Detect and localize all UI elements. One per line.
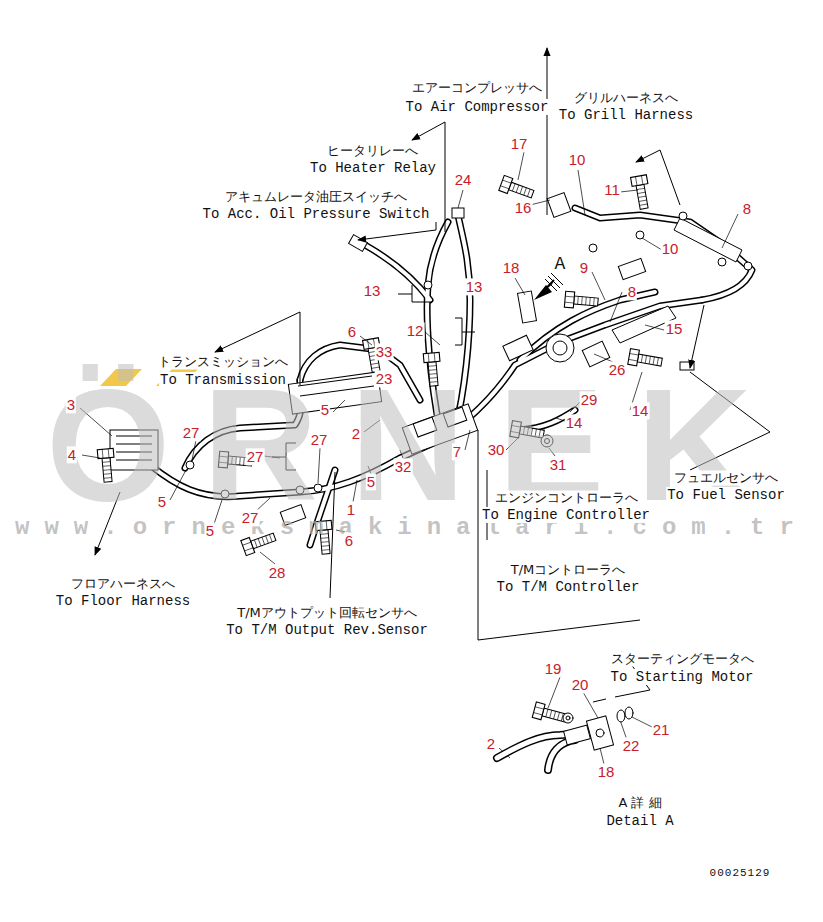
callout-number: 5 bbox=[320, 401, 330, 418]
destination-label: To T/M Controller bbox=[496, 579, 641, 595]
callout-number: 14 bbox=[565, 414, 584, 431]
callout-number: 19 bbox=[544, 660, 563, 677]
callout-number: 6 bbox=[344, 532, 354, 549]
destination-label: グリルハーネスへ bbox=[573, 91, 679, 106]
destination-label: To Heater Relay bbox=[309, 160, 437, 176]
callout-number: 5 bbox=[205, 522, 215, 539]
callout-number: 21 bbox=[652, 721, 671, 738]
view-arrow bbox=[534, 273, 563, 300]
destination-label: To T/M Output Rev.Sensor bbox=[225, 622, 429, 638]
callout-number: 27 bbox=[310, 431, 329, 448]
destination-label: ヒータリレーへ bbox=[326, 144, 419, 159]
callout-number: 10 bbox=[568, 151, 587, 168]
detail-title: Detail A bbox=[605, 813, 674, 829]
callout-number: 4 bbox=[67, 446, 77, 463]
callout-number: 12 bbox=[406, 322, 425, 339]
callout-number: 2 bbox=[486, 735, 496, 752]
destination-label: To Starting Motor bbox=[610, 669, 755, 685]
callout-number: 23 bbox=[375, 370, 394, 387]
callout-number: 24 bbox=[454, 171, 473, 188]
destination-label: エンジンコントローラへ bbox=[494, 491, 639, 506]
callout-number: 27 bbox=[246, 448, 265, 465]
callout-number: 13 bbox=[465, 278, 484, 295]
callout-number: 5 bbox=[157, 493, 167, 510]
callout-number: 17 bbox=[510, 135, 529, 152]
callout-number: 8 bbox=[627, 283, 637, 300]
callout-number: 7 bbox=[452, 443, 462, 460]
destination-label: T/Mコントローラへ bbox=[510, 563, 627, 578]
view-letter: A bbox=[554, 254, 567, 275]
detail-title: A 詳 細 bbox=[617, 796, 662, 811]
callout-number: 8 bbox=[742, 200, 752, 217]
sleeve bbox=[612, 218, 742, 343]
callout-number: 32 bbox=[394, 458, 413, 475]
destination-label: To Fuel Sensor bbox=[666, 487, 786, 503]
destination-label: フロアハーネスへ bbox=[70, 577, 176, 592]
callout-number: 30 bbox=[487, 441, 506, 458]
destination-label: To Engine Controller bbox=[481, 507, 651, 523]
destination-label: To Air Compressor bbox=[405, 99, 550, 115]
destination-label: T/Mアウトプット回転センサへ bbox=[236, 606, 418, 621]
destination-label: To Acc. Oil Pressure Switch bbox=[202, 206, 431, 222]
callout-number: 31 bbox=[549, 456, 568, 473]
callout-number: 28 bbox=[268, 564, 287, 581]
callout-number: 33 bbox=[375, 343, 394, 360]
callout-number: 20 bbox=[571, 676, 590, 693]
destination-label: To Grill Harness bbox=[558, 107, 694, 123]
callout-number: 22 bbox=[622, 737, 641, 754]
callout-number: 15 bbox=[665, 320, 684, 337]
callout-number: 27 bbox=[182, 424, 201, 441]
destination-label: To Floor Harness bbox=[55, 593, 191, 609]
callout-number: 2 bbox=[351, 425, 361, 442]
callout-number: 1 bbox=[346, 501, 356, 518]
destination-label: エアーコンプレッサへ bbox=[411, 81, 543, 96]
callout-number: 13 bbox=[363, 282, 382, 299]
destination-label: アキュムレータ油圧スイッチへ bbox=[224, 190, 408, 205]
callout-number: 18 bbox=[502, 259, 521, 276]
destination-label: トランスミッションへ bbox=[157, 355, 289, 370]
detail-view bbox=[497, 707, 633, 770]
destination-label: スターティングモータへ bbox=[610, 652, 755, 667]
callout-number: 10 bbox=[661, 240, 680, 257]
callout-number: 14 bbox=[631, 402, 650, 419]
callout-number: 11 bbox=[603, 181, 621, 198]
callout-number: 29 bbox=[580, 391, 599, 408]
callout-number: 9 bbox=[579, 259, 589, 276]
callout-number: 18 bbox=[597, 763, 616, 780]
callout-number: 5 bbox=[366, 473, 376, 490]
destination-label: フュエルセンサへ bbox=[673, 471, 779, 486]
destination-label: To Transmission bbox=[159, 372, 287, 388]
drawing-number: 00025129 bbox=[710, 867, 771, 880]
callout-number: 27 bbox=[241, 509, 260, 526]
callout-number: 6 bbox=[347, 323, 357, 340]
watermark-url: www.orneksmakinalari.com.tr bbox=[15, 514, 809, 542]
callout-number: 26 bbox=[608, 361, 627, 378]
callout-number: 16 bbox=[514, 199, 533, 216]
callout-number: 3 bbox=[66, 396, 76, 413]
